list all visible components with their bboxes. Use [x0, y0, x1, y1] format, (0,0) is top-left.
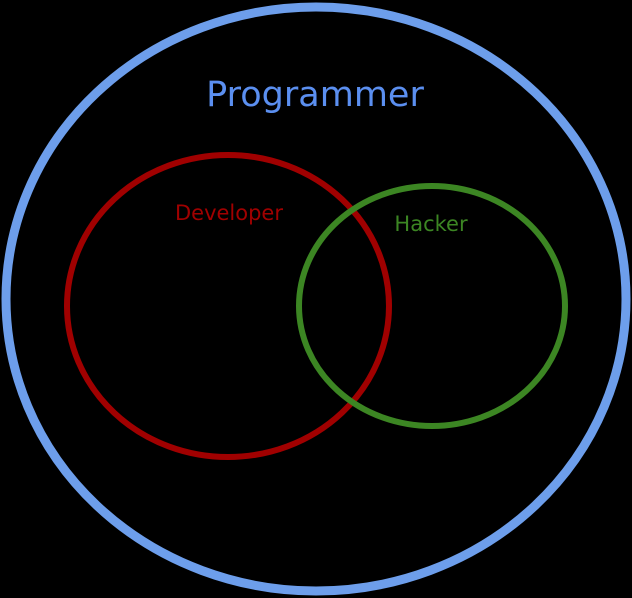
- hacker-set-ellipse: [296, 183, 568, 429]
- programmer-label: Programmer: [206, 75, 424, 115]
- hacker-label: Hacker: [394, 212, 468, 236]
- developer-set-ellipse: [64, 152, 392, 460]
- developer-label: Developer: [175, 201, 283, 225]
